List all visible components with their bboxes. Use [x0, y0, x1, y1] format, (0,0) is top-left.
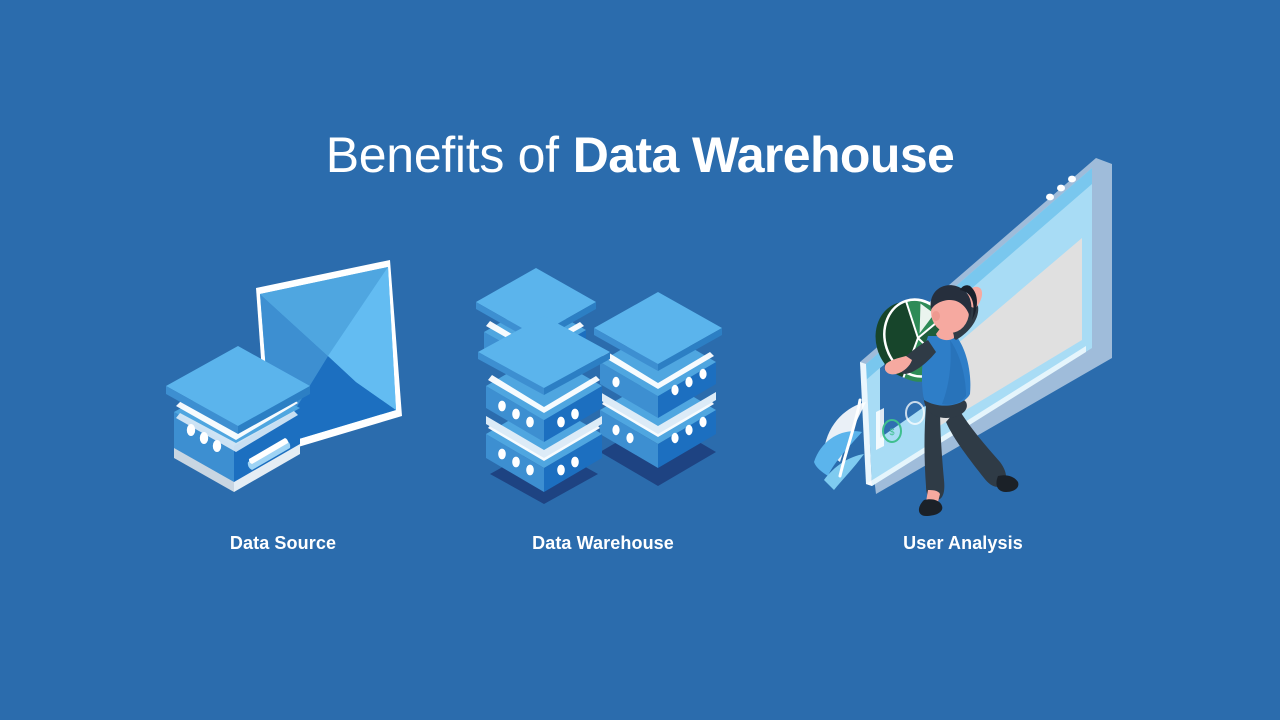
server-led-1 — [186, 424, 196, 436]
server-led-2 — [199, 432, 209, 444]
illustration-data-warehouse — [470, 240, 750, 520]
illustration-data-source — [150, 240, 430, 520]
person-shoe-front — [918, 499, 943, 516]
dashboard-content-panel — [936, 238, 1082, 428]
svg-text:$: $ — [889, 427, 894, 437]
plant-decoration-icon — [814, 398, 866, 490]
person-figure — [884, 285, 1019, 516]
caption-data-source: Data Source — [229, 533, 337, 553]
status-icon-clock — [882, 419, 902, 443]
person-leg-front — [924, 406, 945, 501]
title-bar-dots-icon — [1046, 175, 1076, 201]
status-icon-info — [905, 401, 925, 425]
page-title-bold: Data Warehouse — [572, 127, 955, 183]
person-leg-back — [946, 408, 1007, 487]
person-hand-left — [884, 356, 912, 375]
caption-data-warehouse: Data Warehouse — [532, 533, 674, 553]
server-unit-icon — [166, 346, 310, 492]
server-led-3 — [212, 440, 222, 452]
server-stack-front-left — [478, 316, 610, 492]
illustration-user-analysis: $ — [800, 150, 1120, 520]
person-shoe-back — [996, 475, 1019, 492]
page-title-light: Benefits of — [325, 127, 559, 183]
person-hair — [930, 285, 972, 318]
caption-user-analysis: User Analysis — [903, 533, 1023, 553]
server-stack-right — [594, 292, 722, 468]
